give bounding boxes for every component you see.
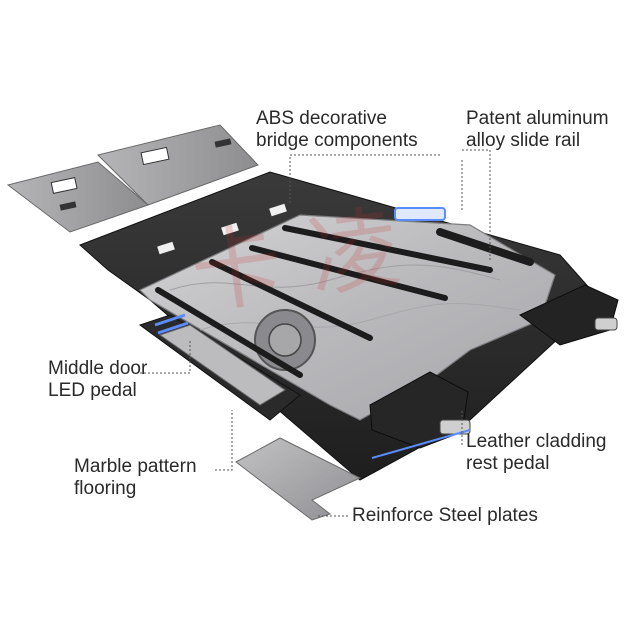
slide-rail: [282, 225, 493, 273]
plate-slot: [140, 146, 170, 166]
label-line: Marble pattern: [74, 456, 197, 477]
label-line: Leather cladding: [466, 431, 607, 452]
label-slide-rail: Patent aluminum alloy slide rail: [466, 108, 609, 152]
plate-slot: [59, 201, 77, 211]
leader-line-rail-2: [462, 149, 491, 260]
leader-line-led: [140, 340, 191, 374]
label-line: bridge components: [256, 130, 418, 151]
leader-line-abs: [289, 154, 440, 205]
label-line: rest pedal: [466, 453, 550, 474]
slide-rails: [155, 225, 534, 378]
label-line: alloy slide rail: [466, 130, 581, 151]
label-line: LED pedal: [48, 380, 137, 401]
label-line: flooring: [74, 478, 137, 499]
plate-slot: [50, 177, 78, 194]
leader-line-marble: [215, 410, 233, 471]
slide-rail: [209, 259, 373, 341]
label-steel-plates: Reinforce Steel plates: [352, 505, 538, 527]
leather-rest-pedals: [369, 284, 619, 459]
label-line: Reinforce Steel plates: [352, 505, 538, 526]
slide-rail: [155, 287, 303, 378]
plate-slot: [214, 138, 232, 148]
label-leather-pedal: Leather cladding rest pedal: [466, 431, 607, 475]
leader-lines: [140, 149, 491, 517]
label-line: ABS decorative: [256, 108, 387, 129]
label-marble-flooring: Marble pattern flooring: [74, 456, 197, 500]
top-steel-plates: [6, 124, 259, 233]
reinforce-steel-plate: [235, 437, 362, 521]
led-strip-top: [394, 207, 446, 221]
middle-door-led-pedal: [138, 313, 301, 421]
slide-rail: [249, 245, 448, 301]
label-abs-bridge: ABS decorative bridge components: [256, 108, 418, 152]
label-led-pedal: Middle door LED pedal: [48, 358, 147, 402]
label-line: Middle door: [48, 358, 148, 379]
leader-line-rail: [460, 160, 463, 211]
label-line: Patent aluminum: [466, 108, 609, 129]
